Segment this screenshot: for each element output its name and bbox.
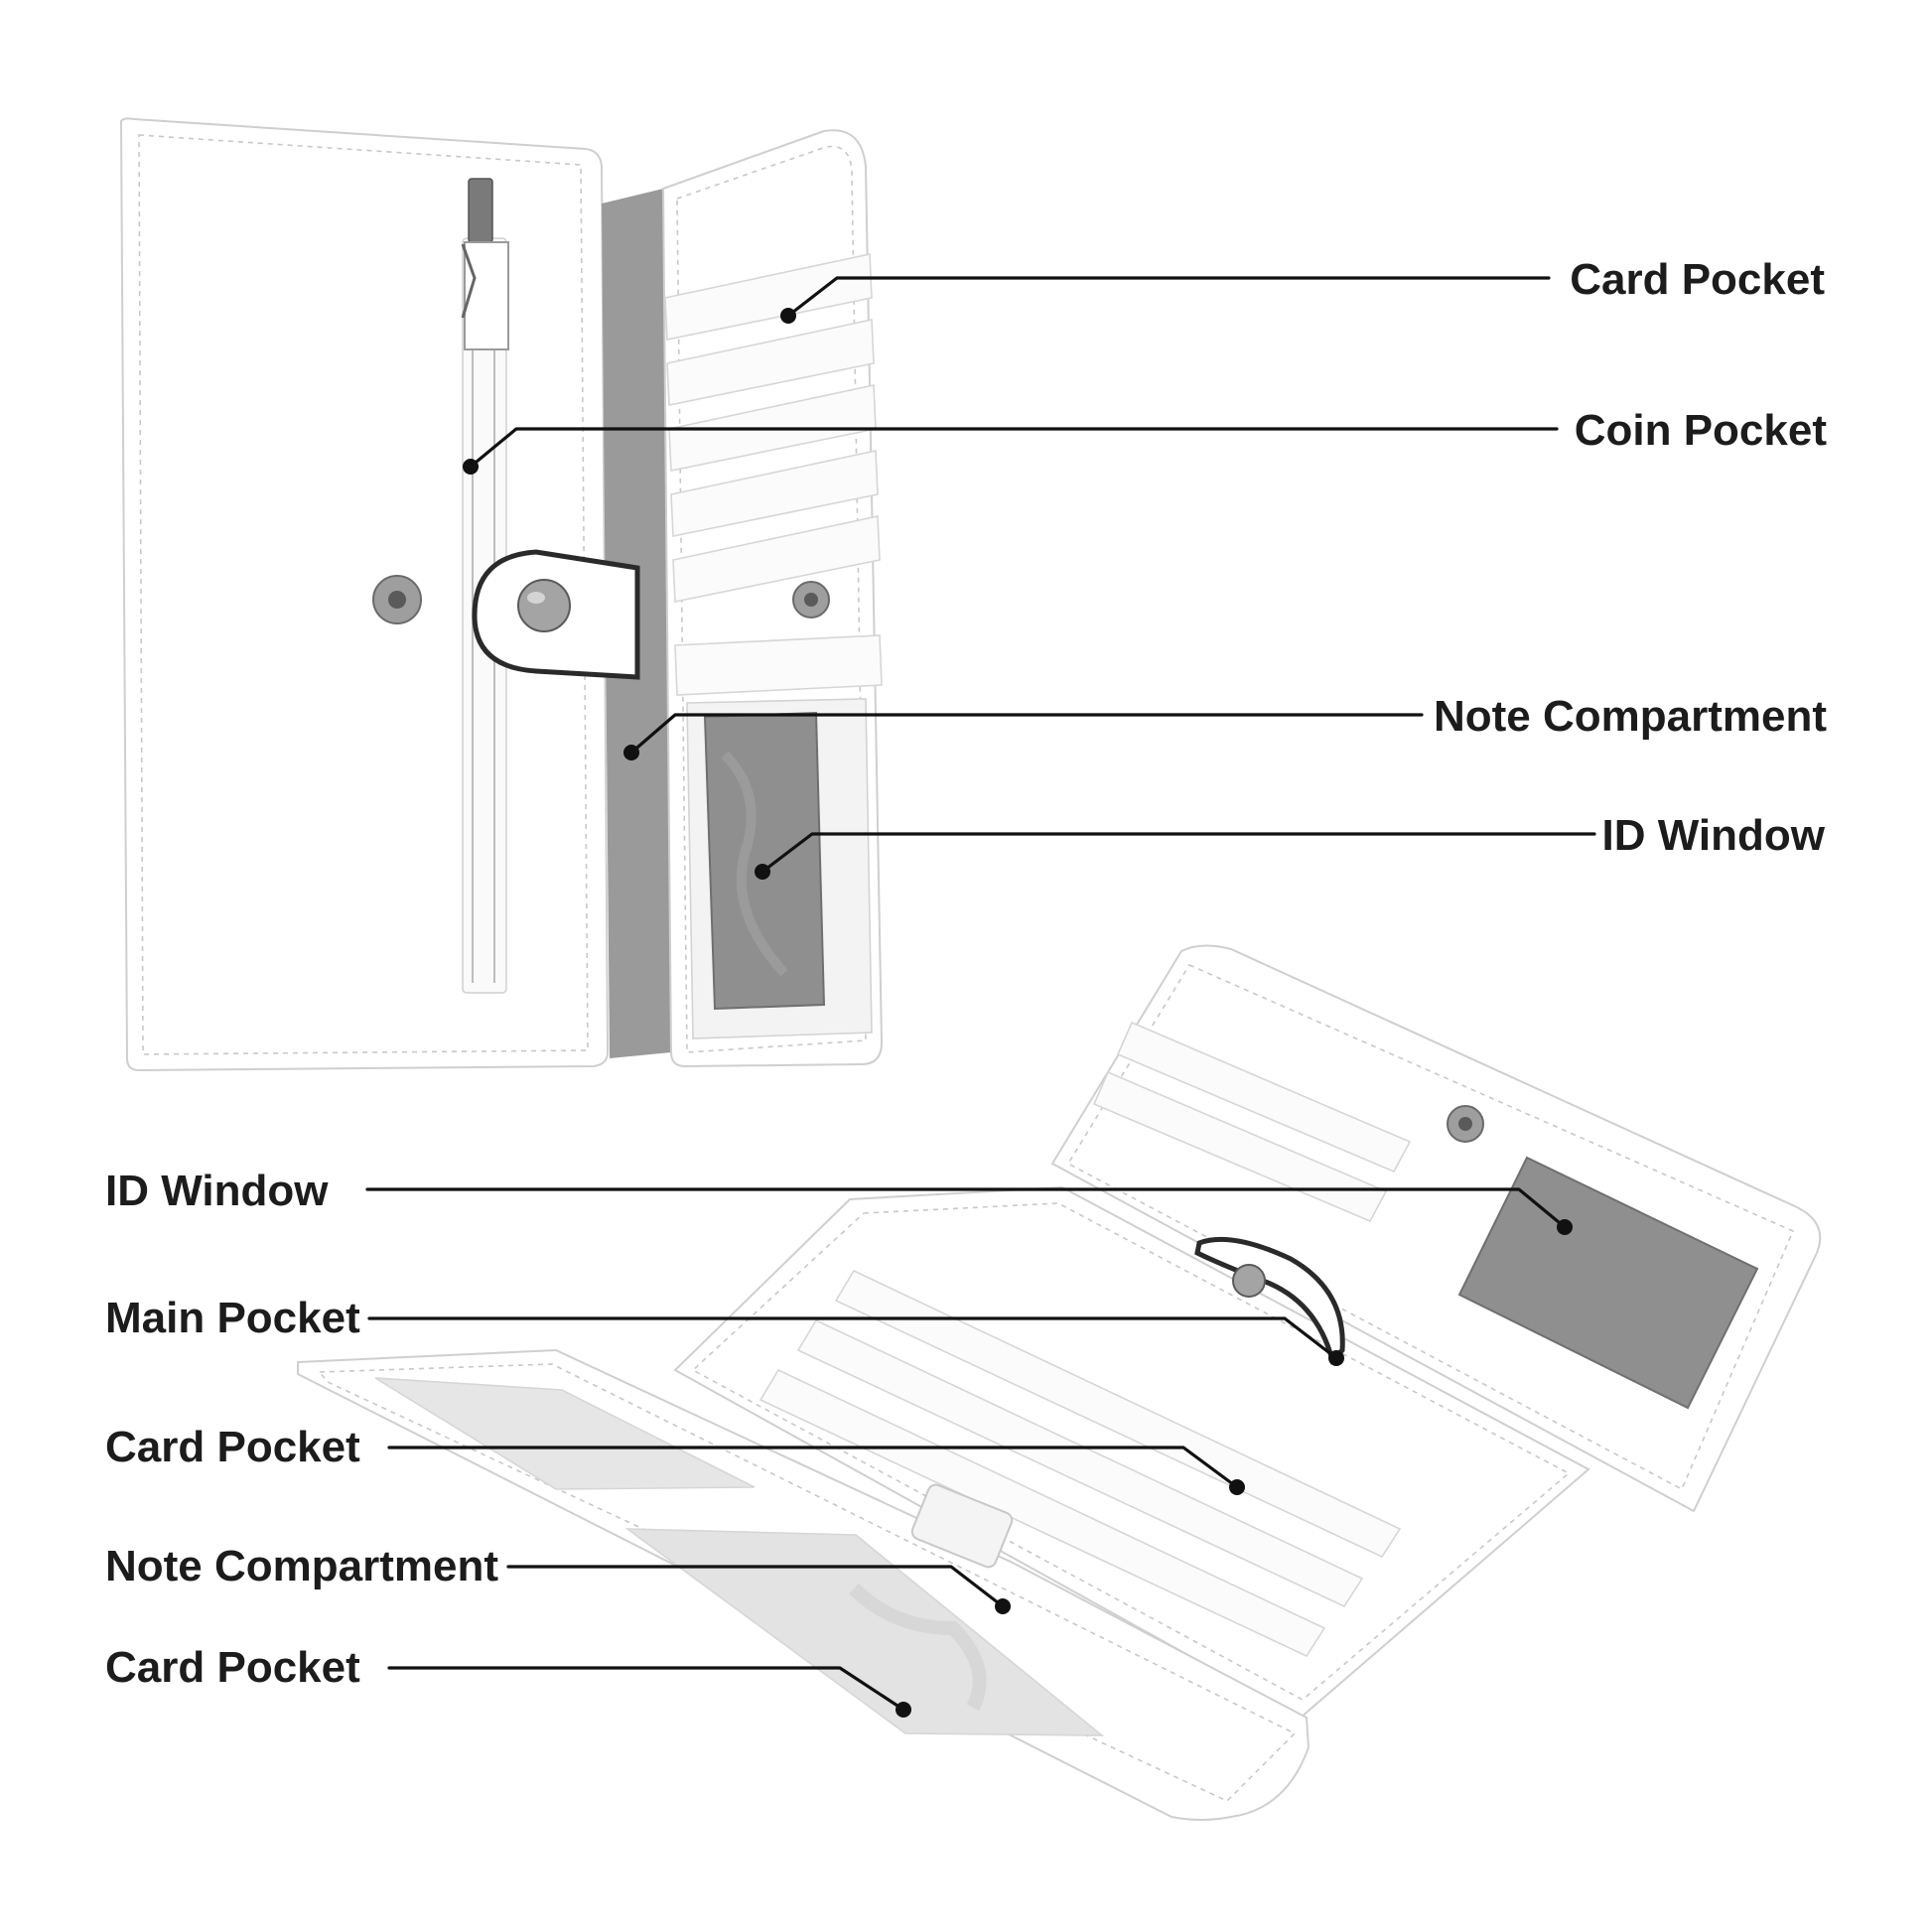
leader-dot (1328, 1350, 1344, 1366)
top-card-slot-6 (674, 634, 883, 696)
callout-label-note-compartment: Note Compartment (1434, 692, 1827, 741)
bottom-callout-card-pocket-1: Card Pocket (105, 1423, 1245, 1495)
callout-label-card-pocket: Card Pocket (1570, 255, 1825, 304)
bottom-callout-card-pocket-2: Card Pocket (105, 1643, 911, 1718)
callout-label-note-compartment: Note Compartment (105, 1542, 498, 1590)
callout-label-card-pocket: Card Pocket (105, 1643, 360, 1692)
leader-line (506, 1565, 1005, 1608)
top-wallet-left-stitch (138, 134, 589, 1055)
leader-dot (780, 308, 796, 324)
leader-line (387, 1446, 1239, 1489)
top-card-slot-5 (672, 515, 881, 603)
snap-button-icon (517, 579, 571, 632)
snap-button-icon (1232, 1264, 1266, 1298)
bottom-callout-note-compartment: Note Compartment (105, 1542, 1011, 1614)
leader-line (365, 1187, 1567, 1229)
snap-button-icon (1447, 1105, 1484, 1143)
leader-dot (1229, 1479, 1245, 1495)
top-wallet (119, 117, 884, 1072)
bottom-callout-id-window: ID Window (105, 1167, 1573, 1235)
top-callout-note-compartment: Note Compartment (623, 692, 1827, 760)
bottom-front-window-reflection (849, 1583, 987, 1712)
bottom-wallet-middle-stitch (691, 1202, 1571, 1701)
bottom-card-slot-1 (834, 1269, 1402, 1559)
callout-label-coin-pocket: Coin Pocket (1575, 406, 1828, 455)
bottom-callout-main-pocket: Main Pocket (105, 1294, 1344, 1366)
leader-dot (896, 1702, 911, 1718)
bottom-id-window (1457, 1156, 1759, 1410)
bottom-card-slot-2 (796, 1318, 1364, 1608)
top-callout-card-pocket: Card Pocket (780, 255, 1825, 324)
leader-line (760, 832, 1596, 874)
top-callout-coin-pocket: Coin Pocket (463, 406, 1827, 475)
top-card-slot-1 (664, 253, 873, 341)
leader-dot (995, 1598, 1011, 1614)
leader-dot (463, 459, 479, 475)
zipper-pull-icon (461, 178, 509, 350)
bottom-back-slot-1 (1116, 1021, 1412, 1173)
top-callout-id-window: ID Window (755, 811, 1826, 880)
top-card-slot-4 (670, 450, 879, 537)
snap-button-icon (372, 575, 422, 624)
callout-label-id-window: ID Window (105, 1167, 329, 1215)
bottom-back-slot-2 (1092, 1070, 1388, 1223)
bottom-wallet-back-stitch (1066, 963, 1795, 1491)
leader-line (387, 1666, 905, 1712)
callout-label-card-pocket: Card Pocket (105, 1423, 360, 1471)
leader-line (469, 427, 1559, 469)
leader-dot (755, 864, 770, 880)
leader-dot (1557, 1219, 1573, 1235)
snap-button-icon (792, 581, 830, 619)
leader-line (367, 1316, 1338, 1360)
leader-dot (623, 745, 639, 760)
top-id-window-reflection (721, 751, 788, 977)
leader-line (786, 276, 1551, 318)
bottom-front-window-1 (374, 1377, 756, 1490)
bottom-wallet (297, 944, 1822, 1821)
callout-label-main-pocket: Main Pocket (105, 1294, 360, 1342)
top-card-slot-2 (666, 319, 875, 406)
bottom-front-tab (910, 1483, 1014, 1569)
callout-label-id-window: ID Window (1602, 811, 1826, 860)
bottom-card-slot-3 (759, 1368, 1326, 1658)
leader-line (629, 713, 1424, 755)
